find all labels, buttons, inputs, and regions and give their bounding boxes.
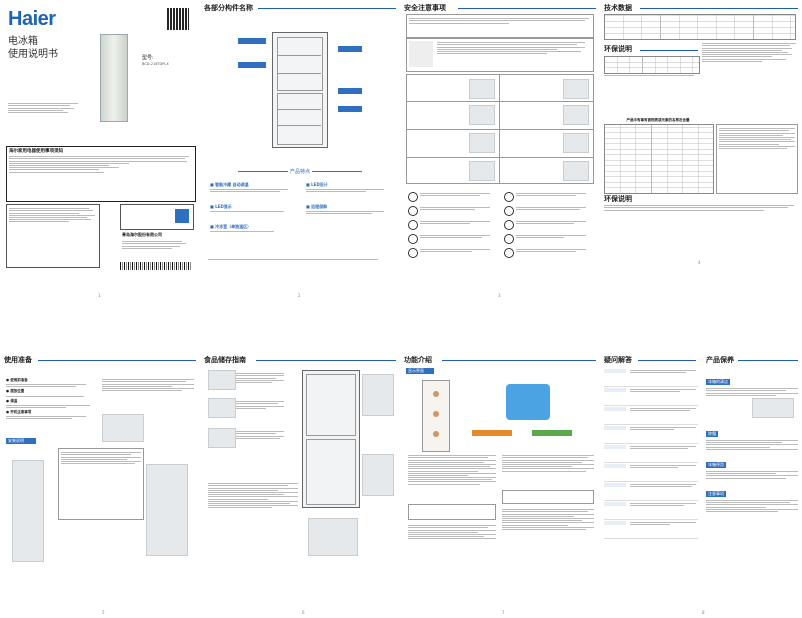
prep-page: 使用准备 ● 使用前准备 ● 摆放位置 ● 调温 ● 开机注意事项 安装说明 5: [2, 354, 198, 616]
specs-page: 技术数据 环保说明 产品中有毒有害物质或元素的名称及含量 环保说明 4: [602, 2, 800, 304]
haier-logo: Haier: [8, 8, 56, 30]
safety-intro-box: [406, 14, 594, 38]
warning-box: 海尔家用电器使用事项须知: [6, 146, 196, 202]
food-image-1: [208, 370, 236, 390]
env-table: [604, 56, 700, 74]
display-panel: [422, 380, 450, 452]
display-detail: [506, 384, 550, 420]
model-label: 型号:BCD-218TDPLX: [142, 55, 169, 66]
food-image-2: [208, 398, 236, 418]
barcode: [120, 262, 192, 270]
page-number: 8: [702, 610, 705, 615]
cover-notes: [8, 102, 88, 114]
safety-page: 安全注意事项 3: [402, 2, 598, 304]
page-number: 2: [298, 293, 301, 298]
specs-table: [604, 14, 796, 40]
feature-item: ■ 冷冻室（单独温区）: [210, 224, 294, 233]
prep-list: ● 使用前准备 ● 摆放位置 ● 调温 ● 开机注意事项: [6, 378, 96, 421]
page-number: 5: [102, 610, 105, 615]
cert-box: [120, 204, 194, 230]
fridge-image: [100, 34, 128, 122]
page-number: 1: [98, 293, 101, 298]
func-note-box: [408, 504, 496, 520]
service-box: [6, 204, 100, 268]
section-title-storage: 食品储存指南: [204, 356, 246, 364]
prohibition-list: [406, 190, 592, 260]
feature-item: ■ 智能冷藏 自动调温: [210, 182, 294, 194]
maintain-list: 冰箱的清洁 除霜 冰箱停用 注意事项: [706, 368, 798, 513]
faq-list: [604, 368, 698, 539]
safety-grid: [406, 74, 594, 184]
prep-illustration: [102, 414, 144, 442]
product-title: 电冰箱: [8, 36, 38, 47]
food-image-3: [208, 428, 236, 448]
section-title-env: 环保说明: [604, 45, 632, 53]
install-illustration: [12, 460, 44, 562]
qr-code: [167, 8, 189, 30]
cover-page: Haier 电冰箱 使用说明书 型号:BCD-218TDPLX 海尔家用电器使用…: [2, 2, 198, 304]
install-steps: [58, 448, 144, 520]
fridge-diagram: [272, 32, 328, 148]
company-name: 青岛海尔股份有限公司: [122, 232, 162, 237]
page-number: 3: [498, 293, 501, 298]
storage-page: 食品储存指南 6: [202, 354, 398, 616]
hazard-title: 产品中有毒有害物质或元素的名称及含量: [626, 118, 690, 122]
manual-title: 使用说明书: [8, 49, 58, 60]
section-title-specs: 技术数据: [604, 4, 632, 12]
func-note-box-2: [502, 490, 594, 504]
page-number: 7: [502, 610, 505, 615]
callout-right-2: [338, 88, 362, 94]
page-number: 6: [302, 610, 305, 615]
safety-warning-box: [406, 38, 594, 72]
callout-left-1: [238, 38, 266, 44]
page-number: 4: [698, 260, 701, 265]
section-title-functions: 功能介绍: [404, 356, 432, 364]
warning-title: 海尔家用电器使用事项须知: [9, 149, 63, 154]
green-tag: [532, 430, 572, 436]
section-title-env-2: 环保说明: [604, 195, 632, 203]
functions-page: 功能介绍 显示界面 7: [402, 354, 598, 616]
display-bar: 显示界面: [406, 368, 434, 374]
feature-item: ■ LED设计: [306, 182, 390, 194]
install-illustration-2: [146, 464, 188, 556]
recycle-box: [716, 124, 798, 194]
parts-page: 各部分构件名称 产品特点 ■ 智能冷藏 自动调温 ■ LED设计 ■ LED显示…: [202, 2, 398, 304]
storage-fridge: [302, 370, 360, 508]
callout-left-2: [238, 62, 266, 68]
orange-tag: [472, 430, 512, 436]
feature-item: ■ 远程保鲜: [306, 204, 390, 216]
company-info: [122, 240, 192, 250]
install-bar: 安装说明: [6, 438, 36, 444]
callout-right-1: [338, 46, 362, 52]
drawer-detail: [362, 454, 394, 496]
section-title-prep: 使用准备: [4, 356, 32, 364]
callout-right-3: [338, 106, 362, 112]
section-title-safety: 安全注意事项: [404, 4, 446, 12]
section-title-maintain: 产品保养: [706, 356, 734, 364]
storage-illustration: [308, 518, 358, 556]
section-title-faq: 疑问解答: [604, 356, 632, 364]
shelf-detail: [362, 374, 394, 416]
features-title: 产品特点: [238, 169, 362, 175]
faq-maintain-page: 疑问解答 产品保养 冰箱的清洁 除霜 冰箱停用 注意事项 8: [602, 354, 800, 616]
section-title-parts: 各部分构件名称: [204, 4, 253, 12]
feature-item: ■ LED显示: [210, 204, 294, 213]
hazard-table: [604, 124, 714, 194]
